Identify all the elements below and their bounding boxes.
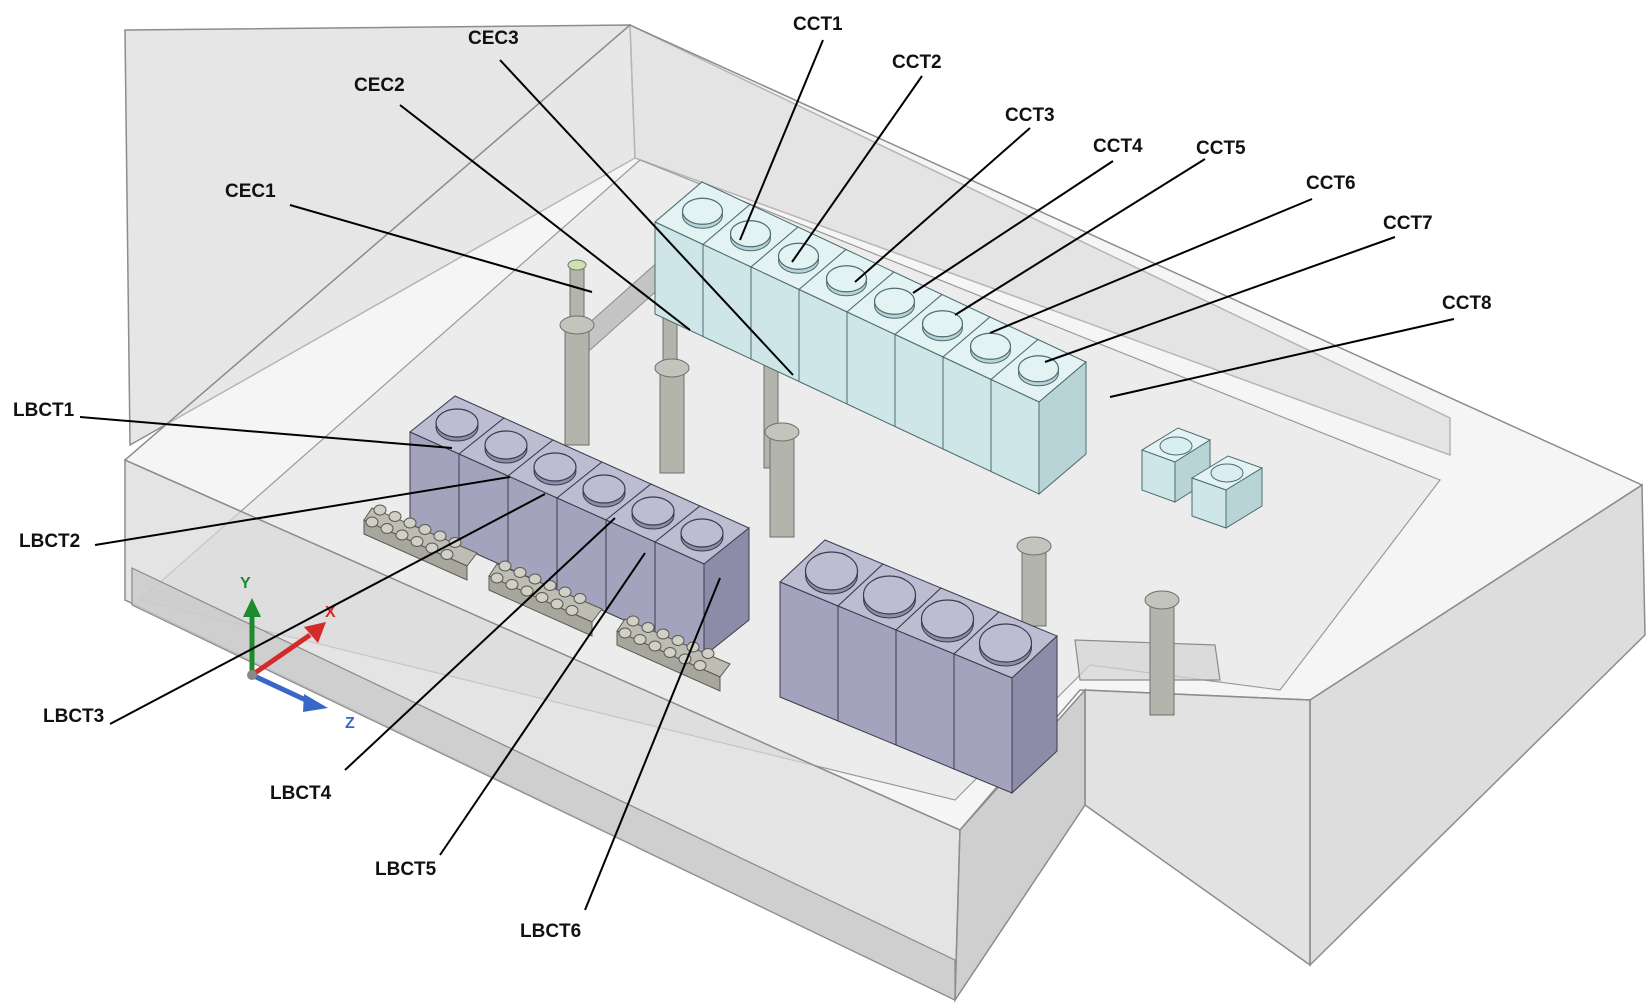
small-cyan-units: [1140, 427, 1264, 529]
leader-cct6: [989, 198, 1313, 334]
label-lbct1: LBCT1: [13, 400, 75, 421]
grey-column-1: [559, 315, 595, 446]
leader-cec2: [399, 104, 691, 331]
bushing-rack-2: [488, 560, 603, 637]
leader-cec1: [289, 204, 593, 293]
label-cec2: CEC2: [354, 75, 405, 96]
label-lbct3: LBCT3: [43, 706, 104, 727]
grey-column-5: [1144, 590, 1180, 716]
coordinate-axes: Y X Z: [240, 575, 355, 732]
cct-unit-6: [894, 293, 991, 450]
label-cec3: CEC3: [468, 28, 519, 49]
label-cct6: CCT6: [1306, 173, 1356, 194]
label-lbct2: LBCT2: [19, 531, 80, 552]
leader-cct2: [791, 75, 923, 263]
label-cct1: CCT1: [793, 14, 843, 35]
leader-cct8: [1109, 318, 1455, 398]
grey-columns: [559, 315, 1180, 716]
z-axis-arrow: [303, 694, 328, 712]
leader-cct1: [739, 39, 824, 241]
leader-cct4: [912, 160, 1114, 294]
leader-cct3: [854, 127, 1031, 283]
grey-column-3: [764, 422, 800, 538]
cct-unit-3: [750, 226, 847, 383]
cct-end-face: [1038, 360, 1087, 496]
cct-unit-1: [654, 181, 751, 338]
component-labels: CCT1 CCT2 CCT3 CCT4 CCT5 CCT6 CCT7 CCT8 …: [13, 14, 1492, 942]
lbct-unit-5: [605, 483, 701, 635]
label-cec1: CEC1: [225, 181, 276, 202]
big-transformer-unit-1: [779, 539, 884, 722]
leader-lbct5: [439, 552, 646, 856]
label-cct2: CCT2: [892, 52, 942, 73]
lbct-unit-3: [507, 439, 603, 591]
big-transformer-unit-2: [837, 563, 942, 746]
label-lbct4: LBCT4: [270, 783, 332, 804]
lbct-unit-6: [654, 505, 750, 657]
leader-lbct3: [109, 493, 546, 725]
label-cct8: CCT8: [1442, 293, 1492, 314]
leader-cct5: [954, 158, 1206, 316]
leader-lbct4: [344, 517, 616, 771]
bushing-rack-1: [363, 504, 478, 581]
big-transformer-end-face: [1011, 634, 1058, 795]
leader-lbct1: [79, 416, 453, 449]
large-transformer-block: [779, 539, 1058, 795]
z-axis-label: Z: [345, 715, 355, 732]
housing-right-front: [1084, 689, 1311, 967]
y-axis-label: Y: [240, 575, 251, 592]
leader-lbct2: [94, 476, 511, 546]
big-transformer-unit-3: [895, 587, 1000, 770]
cct-transformer-row: [654, 180, 1087, 496]
grey-column-4: [1016, 536, 1052, 627]
housing-step: [1074, 639, 1221, 681]
bushing-racks: [363, 504, 731, 692]
lbct-unit-4: [556, 461, 652, 613]
grey-column-2: [654, 358, 690, 474]
label-cct3: CCT3: [1005, 105, 1055, 126]
small-unit-2: [1190, 455, 1264, 529]
leader-lines: [79, 39, 1455, 911]
leader-lbct6: [584, 577, 721, 911]
x-axis-label: X: [325, 604, 336, 621]
label-cct5: CCT5: [1196, 138, 1246, 159]
building-housing: [123, 23, 1646, 1003]
label-lbct5: LBCT5: [375, 859, 437, 880]
label-cct7: CCT7: [1383, 213, 1433, 234]
leader-cec3: [499, 59, 794, 376]
housing-back-wall-top: [629, 23, 1451, 457]
big-transformer-unit-4: [953, 611, 1058, 794]
label-cct4: CCT4: [1093, 136, 1143, 157]
label-lbct6: LBCT6: [520, 921, 581, 942]
leader-cct7: [1044, 236, 1396, 363]
y-axis-arrow: [243, 598, 261, 617]
cct-unit-4: [798, 248, 895, 405]
small-unit-1: [1140, 427, 1212, 503]
x-axis-arrow: [304, 622, 326, 643]
